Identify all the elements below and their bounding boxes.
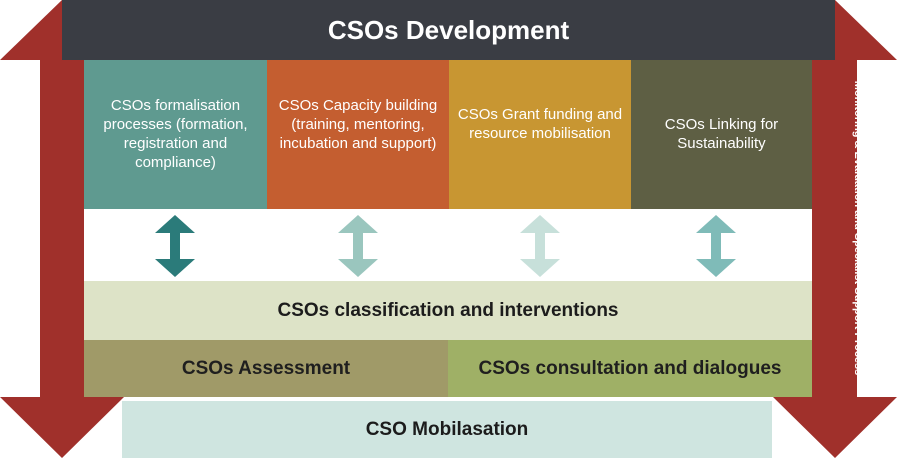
column-box-formalisation: CSOs formalisation processes (formation,…: [84, 60, 267, 209]
column-label: CSOs formalisation processes (formation,…: [103, 97, 248, 171]
left-process-label: NDA Facilitation process: [22, 162, 34, 292]
column-box-grant-funding: CSOs Grant funding and resource mobilisa…: [449, 60, 631, 209]
connector-arrow-3: [520, 215, 560, 277]
column-label: CSOs Capacity building (training, mentor…: [278, 97, 438, 152]
bottom-banner: CSO Mobilasation: [122, 401, 772, 458]
connector-arrow-4: [696, 215, 736, 277]
left-double-arrow: [0, 0, 124, 458]
classification-band: CSOs classification and interventions: [84, 281, 812, 340]
top-banner: CSOs Development: [62, 0, 835, 60]
assessment-block: CSOs Assessment: [84, 340, 448, 397]
column-box-linking: CSOs Linking for Sustainability: [631, 60, 812, 209]
consultation-block: CSOs consultation and dialogues: [448, 340, 812, 397]
connector-arrow-1: [155, 215, 195, 277]
connector-arrow-2: [338, 215, 378, 277]
right-double-arrow: [773, 0, 897, 458]
right-process-label: Monitoring & Evaluation and Specialist S…: [852, 80, 864, 376]
column-label: CSOs Linking for Sustainability: [664, 116, 779, 152]
column-box-capacity-building: CSOs Capacity building (training, mentor…: [267, 60, 449, 209]
column-label: CSOs Grant funding and resource mobilisa…: [457, 106, 623, 142]
